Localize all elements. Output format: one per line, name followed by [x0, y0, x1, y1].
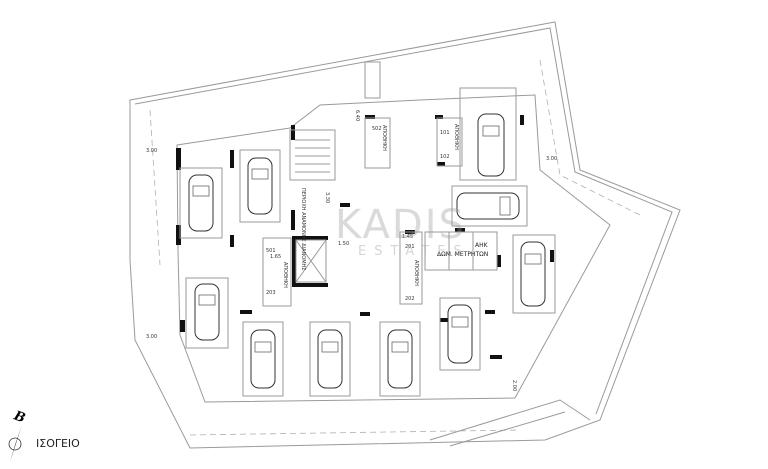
dimension-label: 3.00	[546, 156, 557, 162]
car-icon	[247, 157, 273, 215]
dimension-label: 1.65	[270, 254, 281, 260]
watermark-logo: KADIS	[335, 202, 466, 248]
stair-treads	[295, 139, 330, 173]
storage-room	[399, 231, 423, 305]
parking-space	[439, 297, 481, 371]
driveway	[429, 399, 591, 441]
setback-line-right	[539, 59, 641, 216]
dimension-label: 1.50	[338, 241, 349, 247]
storage-number: 201	[405, 244, 415, 250]
dimension-label: 2.00	[511, 380, 517, 391]
watermark-subtitle: ESTATES	[358, 244, 470, 259]
staircase	[289, 129, 336, 181]
car-icon	[477, 113, 505, 177]
dimension-label: 3.00	[146, 148, 157, 154]
parking-space	[459, 87, 517, 181]
storage-room	[364, 117, 391, 169]
storage-label: ΑΠΟΘΗΚΗ	[381, 125, 387, 151]
parking-space	[185, 277, 229, 349]
setback-line-bottom	[189, 429, 521, 436]
parking-space	[379, 321, 421, 397]
elevator	[295, 239, 327, 283]
dimension-label: 1.45	[402, 234, 413, 240]
storage-number: 203	[266, 290, 276, 296]
waiting-area-label: ΠΕΡΙΟΧΗ ΑΝΑΜΟΝΗΣ ΔΙΑΝΟΜΗΣ	[300, 188, 306, 270]
storage-number: 502	[372, 126, 382, 132]
boundary-inner	[134, 27, 673, 415]
structural-walls	[176, 115, 554, 359]
planters	[364, 61, 381, 99]
storage-room	[436, 117, 463, 167]
storage-label: ΑΠΟΘΗΚΗ	[282, 262, 288, 288]
car-icon	[317, 329, 343, 389]
car-icon	[188, 174, 214, 232]
storage-label: ΑΠΟΘΗΚΗ	[453, 124, 459, 150]
car-icon	[520, 241, 546, 307]
building-outline	[176, 94, 611, 403]
meters-room	[424, 231, 498, 271]
storage-number: 101	[440, 130, 450, 136]
north-arrow-icon	[8, 425, 22, 462]
parking-space	[242, 321, 284, 397]
site-boundary	[129, 21, 681, 449]
driveway-edge	[449, 411, 566, 447]
car-icon	[447, 304, 473, 364]
car-icon	[387, 329, 413, 389]
meters-room-label: ΔΩΜ. ΜΕΤΡΗΤΩΝ	[437, 251, 488, 258]
parking-space	[309, 321, 351, 397]
storage-number: 202	[405, 296, 415, 302]
car-icon	[250, 329, 276, 389]
dimension-label: 3.30	[324, 192, 330, 203]
parking-space	[239, 149, 281, 223]
setback-line	[149, 109, 161, 266]
parking-space	[451, 185, 528, 227]
dimension-label: 6.40	[354, 110, 360, 121]
car-windshields	[192, 125, 542, 353]
car-icon	[194, 283, 220, 341]
parking-space	[179, 167, 223, 239]
storage-number: 102	[440, 154, 450, 160]
ahk-label: ΑΗΚ	[475, 242, 489, 249]
storage-room	[262, 237, 292, 307]
storage-label: ΑΠΟΘΗΚΗ	[413, 260, 419, 286]
floor-title: ΙΣΟΓΕΙΟ	[36, 437, 80, 450]
parking-spaces	[179, 87, 556, 397]
dimension-label: 3.00	[146, 334, 157, 340]
storage-number: 501	[266, 248, 276, 254]
parking-space	[512, 234, 556, 314]
